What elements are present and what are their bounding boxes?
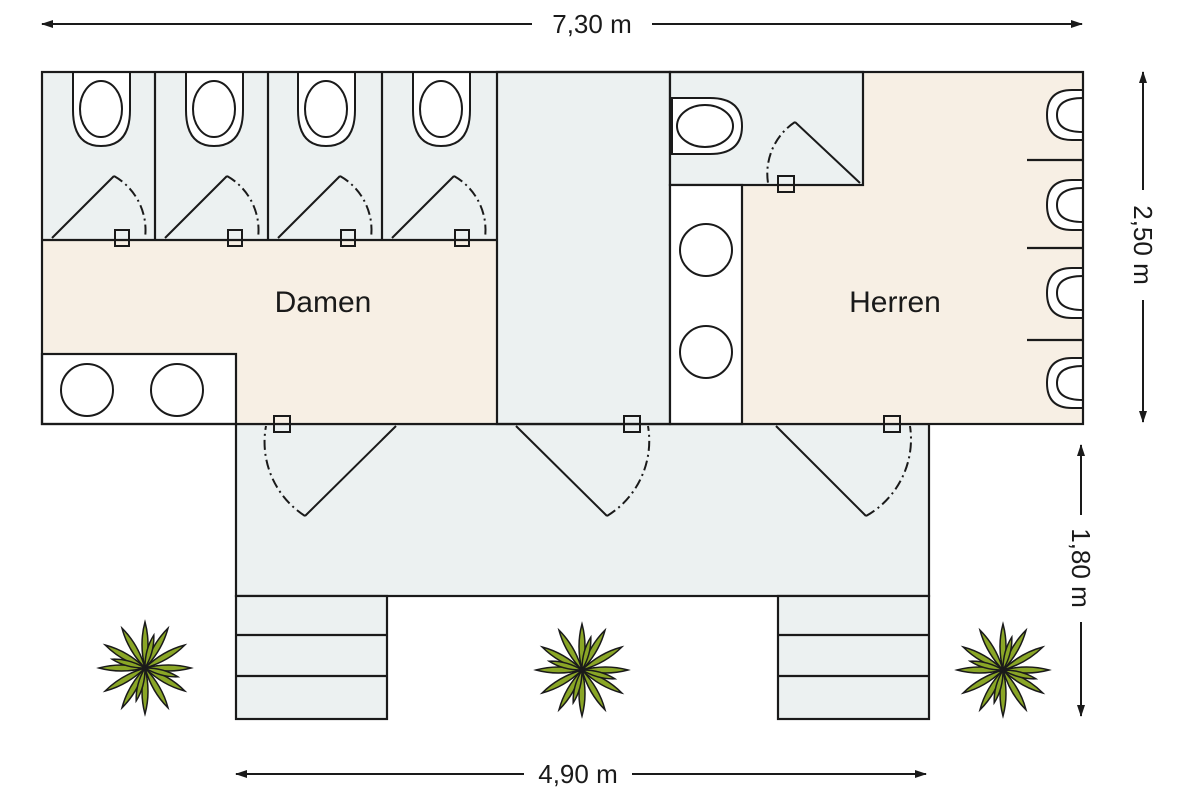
urinal-icon: [1045, 267, 1084, 319]
toilet-icon: [412, 71, 471, 148]
steps-right: [776, 594, 931, 721]
porch-deck: [234, 422, 931, 598]
toilet-icon: [72, 71, 131, 148]
door-swing-icon: [515, 415, 651, 517]
building-outline: [40, 70, 1085, 426]
room-label-damen: Damen: [275, 286, 372, 319]
steps-left: [234, 594, 389, 721]
dimension-bottom-label: 4,90 m: [538, 759, 618, 789]
room-label-herren: Herren: [849, 286, 941, 319]
sink-counter: [668, 183, 744, 426]
toilet-icon: [297, 71, 356, 148]
urinal-icon: [1045, 357, 1084, 409]
dimension-porch: 1,80 m: [1066, 444, 1096, 717]
door-swing-icon: [766, 121, 861, 193]
door-swing-icon: [263, 415, 397, 517]
sink-counter: [40, 352, 238, 426]
dimension-top-label: 7,30 m: [552, 9, 632, 39]
dimension-bottom: 4,90 m: [235, 759, 927, 789]
plant-icon: [956, 623, 1050, 717]
toilet-icon: [671, 97, 744, 155]
door-swing-icon: [391, 175, 487, 247]
dimension-right: 2,50 m: [1128, 71, 1158, 423]
dimension-top: 7,30 m: [41, 9, 1083, 39]
door-swing-icon: [775, 415, 912, 517]
dimension-right-label: 2,50 m: [1128, 205, 1158, 285]
plant-icon: [535, 623, 629, 717]
door-swing-icon: [277, 175, 373, 247]
urinal-icon: [1045, 179, 1084, 231]
middle-room: [495, 70, 672, 426]
toilet-icon: [185, 71, 244, 148]
dimension-porch-label: 1,80 m: [1066, 528, 1096, 608]
door-swing-icon: [51, 175, 147, 247]
plant-icon: [98, 621, 192, 715]
door-swing-icon: [164, 175, 260, 247]
urinal-icon: [1045, 89, 1084, 141]
